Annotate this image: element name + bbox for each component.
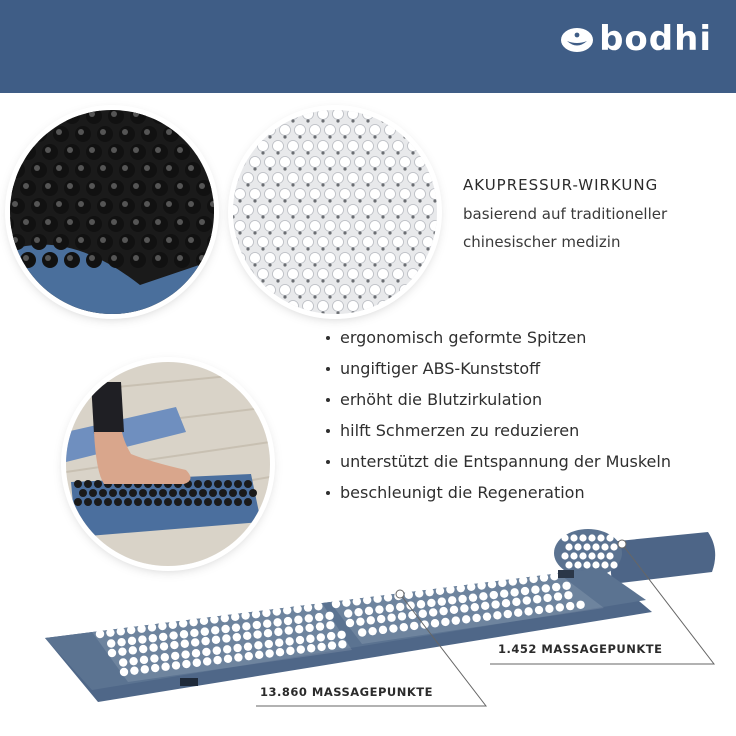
white-spike-pattern-icon [233, 110, 437, 314]
bullet-icon [326, 366, 330, 371]
mat-tag [558, 570, 574, 578]
bullet-icon [326, 397, 330, 402]
feature-item: hilft Schmerzen zu reduzieren [326, 415, 671, 446]
effect-subtitle-line-2: chinesischer medizin [463, 233, 621, 251]
feature-item: ungiftiger ABS-Kunststoff [326, 353, 671, 384]
acupressure-mat-illustration [45, 529, 716, 707]
feature-item: erhöht die Blutzirkulation [326, 384, 671, 415]
feature-text: beschleunigt die Regeneration [340, 483, 585, 502]
mat-points-label: 13.860 MASSAGEPUNKTE [256, 683, 437, 701]
top-banner: bodhi [0, 0, 736, 93]
mat-top-view-image [233, 110, 437, 314]
feature-item: unterstützt die Entspannung der Muskeln [326, 446, 671, 477]
bodhi-logo: bodhi [559, 22, 712, 56]
foot-standing-on-mat-icon [66, 362, 270, 566]
bodhi-logo-icon [561, 28, 594, 52]
feature-text: ungiftiger ABS-Kunststoff [340, 359, 541, 378]
pillow-points-label: 1.452 MASSAGEPUNKTE [494, 640, 667, 658]
feature-text: erhöht die Blutzirkulation [340, 390, 543, 409]
callout-lines [256, 539, 716, 707]
spikes-closeup-image [10, 110, 214, 314]
black-spike-closeup-icon [10, 110, 214, 314]
feature-item: beschleunigt die Regeneration [326, 477, 671, 508]
effect-subtitle-line-1: basierend auf traditioneller [463, 205, 668, 223]
feature-item: ergonomisch geformte Spitzen [326, 322, 671, 353]
bullet-icon [326, 335, 330, 340]
pillow [554, 529, 716, 584]
feature-text: unterstützt die Entspannung der Muskeln [340, 452, 671, 471]
bullet-icon [326, 428, 330, 433]
bullet-icon [326, 490, 330, 495]
feature-text: hilft Schmerzen zu reduzieren [340, 421, 580, 440]
foot-on-mat-image [66, 362, 270, 566]
mat-tag [180, 678, 198, 686]
bullet-icon [326, 459, 330, 464]
feature-text: ergonomisch geformte Spitzen [340, 328, 587, 347]
brand-name: bodhi [599, 19, 712, 59]
effect-heading: AKUPRESSUR-WIRKUNG [463, 176, 659, 194]
feature-list: ergonomisch geformte Spitzen ungiftiger … [326, 322, 671, 508]
